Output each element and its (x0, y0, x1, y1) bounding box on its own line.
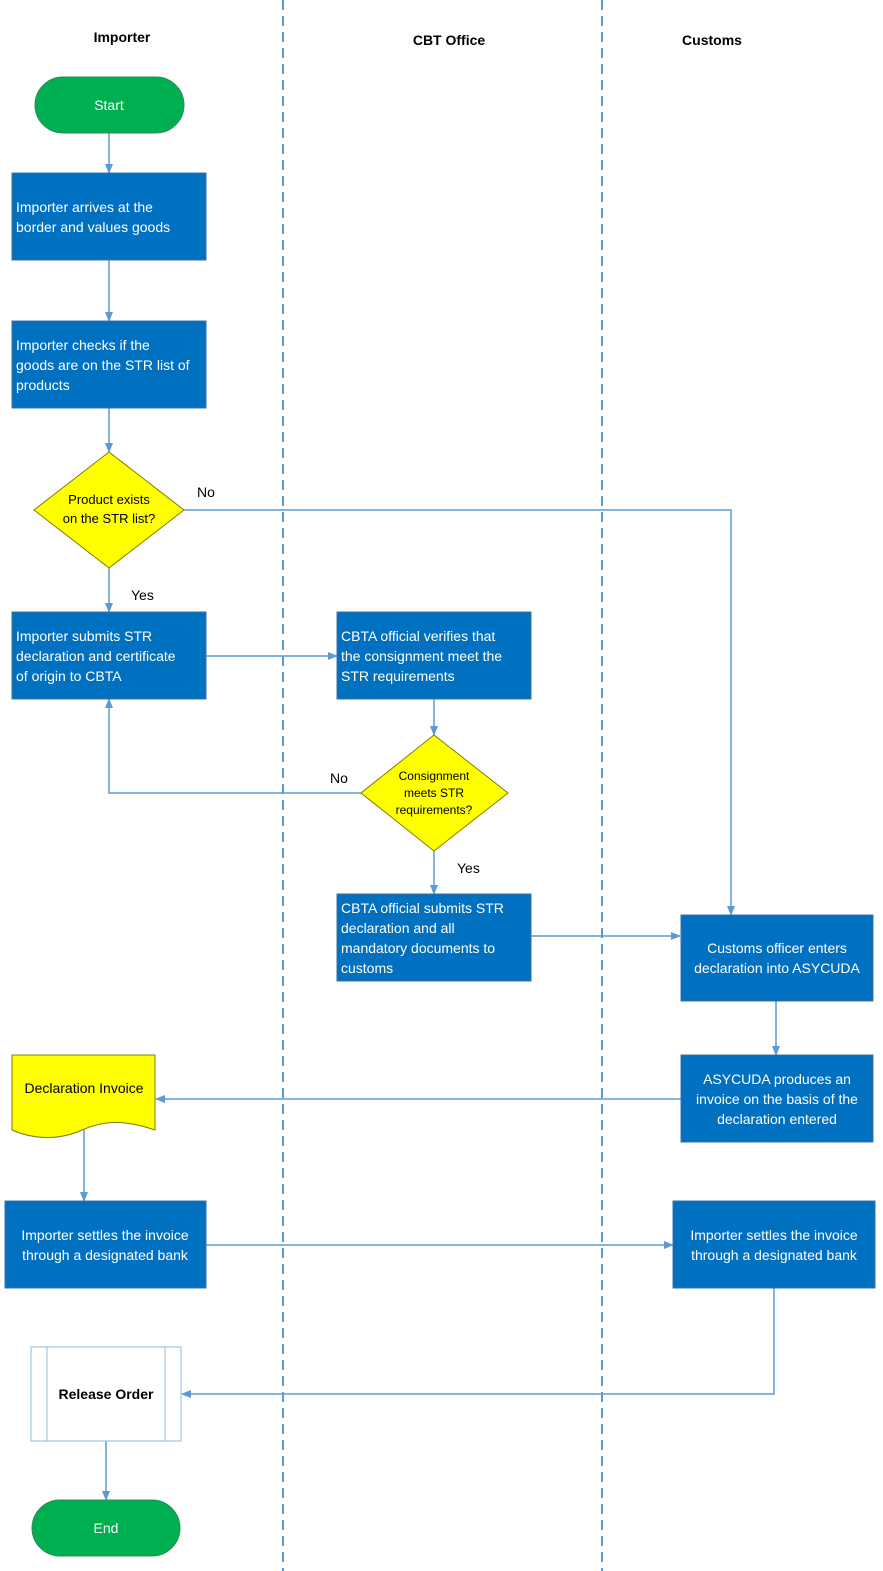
process-importer-submits-text: Importer submits STR declaration and cert… (16, 628, 176, 684)
text-line: declaration into ASYCUDA (694, 960, 860, 976)
edge-label-yes-1: Yes (131, 587, 154, 603)
edge-label-yes-2: Yes (457, 860, 480, 876)
process-importer-arrives-text: Importer arrives at the border and values… (16, 199, 170, 235)
process-importer-settles-customs-text: Importer settles the invoice through a de… (690, 1227, 858, 1263)
process-cbta-verifies: CBTA official verifies that the consignme… (336, 611, 532, 700)
text-line: goods are on the STR list of (16, 357, 190, 373)
lane-title-cbt-office: CBT Office (413, 32, 486, 48)
text-line: CBTA official verifies that (341, 628, 495, 644)
text-line: Consignment (399, 769, 470, 783)
process-importer-settles-customs: Importer settles the invoice through a de… (672, 1200, 876, 1289)
text-line: customs (341, 960, 393, 976)
text-line: Importer settles the invoice (21, 1227, 189, 1243)
text-line: declaration and all (341, 920, 455, 936)
text-line: mandatory documents to (341, 940, 495, 956)
connector-settles-release (181, 1288, 775, 1398)
text-line: declaration entered (717, 1111, 837, 1127)
process-importer-arrives: Importer arrives at the border and values… (11, 172, 207, 261)
text-line: Importer checks if the (16, 337, 150, 353)
text-line: invoice on the basis of the (696, 1091, 858, 1107)
end-terminal: End (31, 1499, 181, 1557)
text-line: border and values goods (16, 219, 170, 235)
text-line: declaration and certificate (16, 648, 176, 664)
process-cbta-submits: CBTA official submits STR declaration and… (336, 893, 532, 982)
connector-meets-no-submits (105, 698, 361, 794)
edge-label-no-1: No (197, 484, 215, 500)
process-importer-submits: Importer submits STR declaration and cert… (11, 611, 207, 700)
end-label: End (94, 1520, 119, 1536)
predefined-release-order: Release Order (30, 1346, 182, 1442)
text-line: CBTA official submits STR (341, 900, 504, 916)
process-importer-settles: Importer settles the invoice through a de… (4, 1200, 207, 1289)
text-line: requirements? (396, 803, 473, 817)
decision-product-exists: Product exists on the STR list? (33, 451, 185, 569)
connectors (80, 133, 780, 1501)
text-line: through a designated bank (22, 1247, 189, 1263)
lane-title-customs: Customs (682, 32, 742, 48)
process-asycuda-produces: ASYCUDA produces an invoice on the basis … (680, 1054, 874, 1143)
process-cbta-verifies-text: CBTA official verifies that the consignme… (341, 628, 502, 684)
process-customs-enters-text: Customs officer enters declaration into A… (694, 940, 860, 976)
decision-consignment-meets-text: Consignment meets STR requirements? (396, 769, 473, 817)
decision-consignment-meets: Consignment meets STR requirements? (360, 734, 509, 852)
text-line: Importer submits STR (16, 628, 152, 644)
text-line: Importer arrives at the (16, 199, 153, 215)
text-line: Importer settles the invoice (690, 1227, 858, 1243)
start-terminal: Start (34, 76, 185, 134)
process-importer-settles-text: Importer settles the invoice through a de… (21, 1227, 189, 1263)
text-line: Product exists (68, 492, 150, 507)
process-cbta-submits-text: CBTA official submits STR declaration and… (341, 900, 504, 976)
process-customs-enters: Customs officer enters declaration into A… (680, 914, 874, 1002)
release-order-text: Release Order (59, 1386, 154, 1402)
text-line: Customs officer enters (707, 940, 847, 956)
process-importer-checks: Importer checks if the goods are on the S… (11, 320, 207, 409)
text-line: meets STR (404, 786, 464, 800)
connector-decision-no-customs (184, 509, 735, 916)
decision-product-exists-text: Product exists on the STR list? (63, 492, 156, 526)
text-line: products (16, 377, 70, 393)
document-declaration-invoice: Declaration Invoice (11, 1054, 156, 1138)
text-line: on the STR list? (63, 511, 156, 526)
text-line: STR requirements (341, 668, 455, 684)
start-label: Start (94, 97, 124, 113)
edge-label-no-2: No (330, 770, 348, 786)
text-line: through a designated bank (691, 1247, 858, 1263)
lane-title-importer: Importer (94, 29, 151, 45)
text-line: of origin to CBTA (16, 668, 122, 684)
process-asycuda-produces-text: ASYCUDA produces an invoice on the basis … (696, 1071, 858, 1127)
text-line: ASYCUDA produces an (703, 1071, 851, 1087)
process-importer-checks-text: Importer checks if the goods are on the S… (16, 337, 190, 393)
text-line: the consignment meet the (341, 648, 502, 664)
document-declaration-invoice-text: Declaration Invoice (24, 1080, 143, 1096)
